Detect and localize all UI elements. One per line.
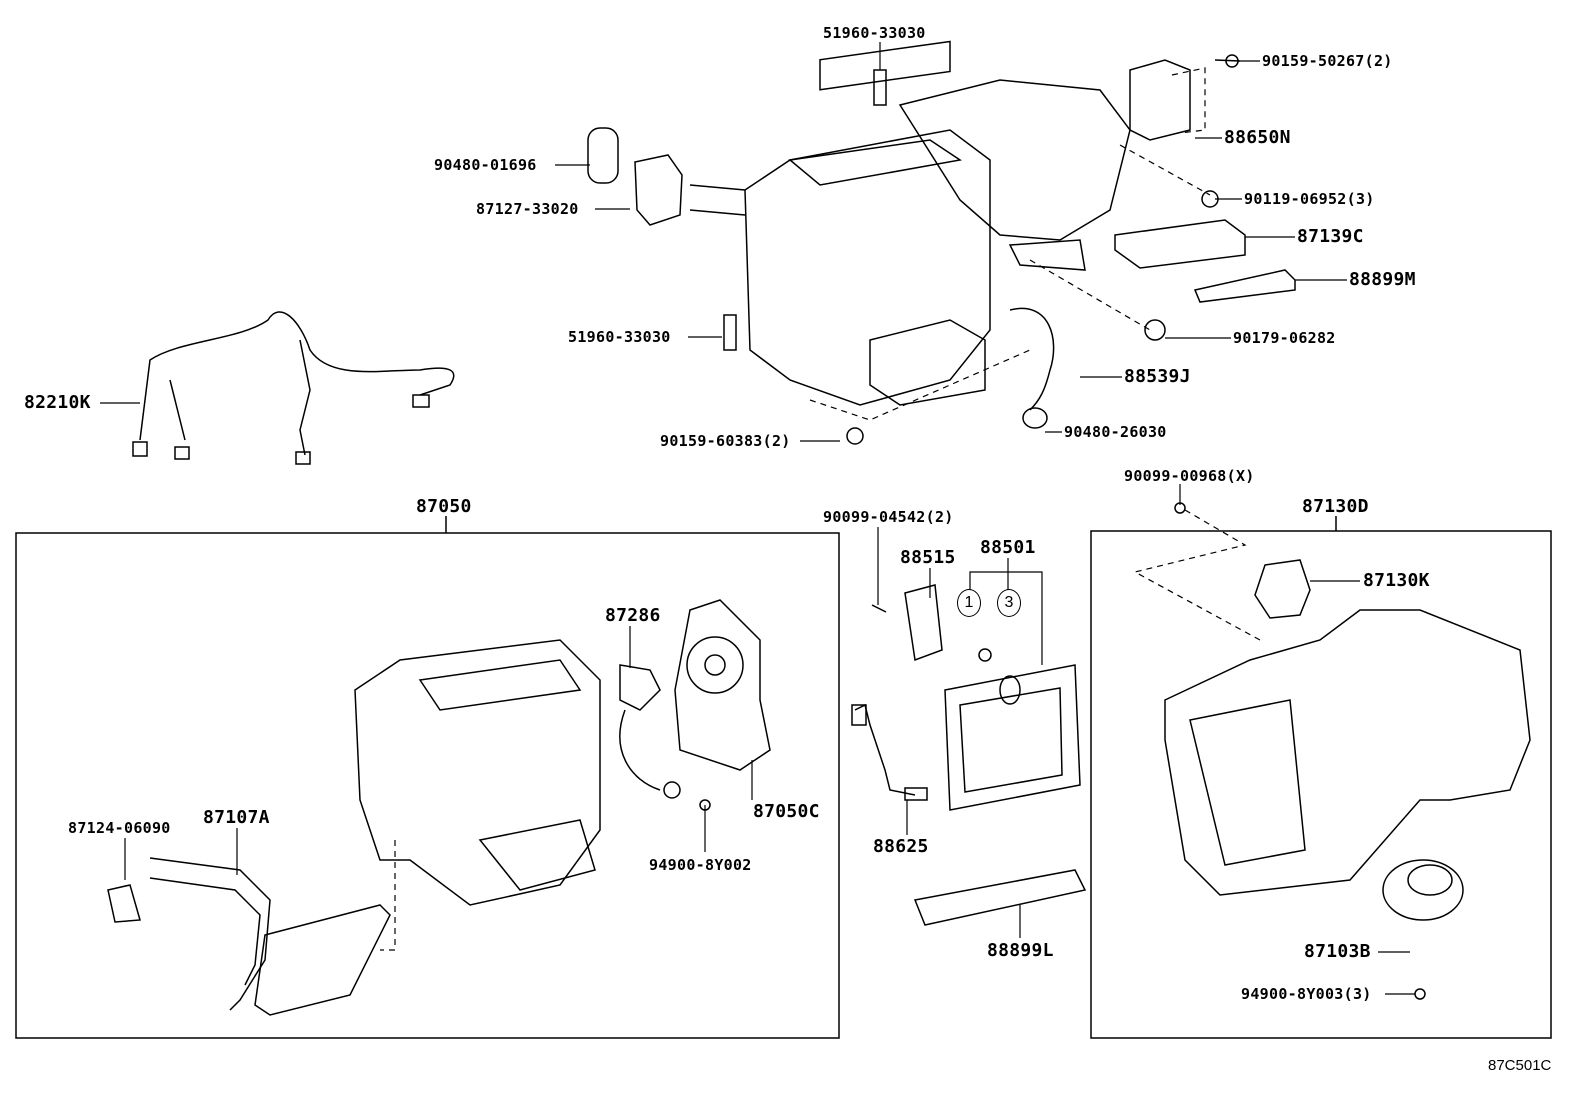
- callout-90099-04542: 90099-04542(2): [823, 508, 954, 526]
- blower-unit-87130d: [1164, 502, 1531, 1000]
- callout-90480-01696: 90480-01696: [434, 156, 537, 174]
- callout-88625: 88625: [873, 836, 929, 857]
- callout-82210k: 82210K: [24, 392, 91, 413]
- group-box-87050: [15, 532, 840, 1039]
- callout-94900-8y002: 94900-8Y002: [649, 856, 752, 874]
- callout-88899l: 88899L: [987, 940, 1054, 961]
- leader-lines: [100, 42, 1415, 995]
- callout-90099-00968: 90099-00968(X): [1124, 467, 1255, 485]
- callout-51960-33030-top: 51960-33030: [823, 24, 926, 42]
- callout-87050: 87050: [416, 496, 472, 517]
- circled-number-3: 3: [997, 589, 1021, 617]
- callout-51960-33030-mid: 51960-33030: [568, 328, 671, 346]
- parts-upper-left: [587, 69, 887, 445]
- callout-90480-26030: 90480-26030: [1064, 423, 1167, 441]
- callout-94900-8y003: 94900-8Y003(3): [1241, 985, 1372, 1003]
- parts-upper-right: [1114, 54, 1296, 341]
- callout-88501: 88501: [980, 537, 1036, 558]
- callout-87130k: 87130K: [1363, 570, 1430, 591]
- callout-90119-06952: 90119-06952(3): [1244, 190, 1375, 208]
- callout-87103b: 87103B: [1304, 941, 1371, 962]
- dashed-guides: [380, 67, 1261, 951]
- callout-87130d: 87130D: [1302, 496, 1369, 517]
- group-box-87130d: [1090, 530, 1552, 1039]
- callout-88515: 88515: [900, 547, 956, 568]
- wire-harness-82210k: [132, 311, 455, 465]
- callout-87139c: 87139C: [1297, 226, 1364, 247]
- heater-unit-87050: [107, 599, 771, 1016]
- hvac-unit-top: [689, 40, 1131, 429]
- callout-87286: 87286: [605, 605, 661, 626]
- callout-87124-06090: 87124-06090: [68, 819, 171, 837]
- callout-90159-50267: 90159-50267(2): [1262, 52, 1393, 70]
- callout-88899m: 88899M: [1349, 269, 1416, 290]
- callout-90179-06282: 90179-06282: [1233, 329, 1336, 347]
- callout-88650n: 88650N: [1224, 127, 1291, 148]
- callout-88539j: 88539J: [1124, 366, 1191, 387]
- callout-90159-60383: 90159-60383(2): [660, 432, 791, 450]
- diagram-code: 87C501C: [1488, 1057, 1552, 1074]
- callout-87050c: 87050C: [753, 801, 820, 822]
- callout-87107a: 87107A: [203, 807, 270, 828]
- circled-number-1: 1: [957, 589, 981, 617]
- evaporator-group: [851, 584, 1087, 926]
- callout-87127-33020: 87127-33020: [476, 200, 579, 218]
